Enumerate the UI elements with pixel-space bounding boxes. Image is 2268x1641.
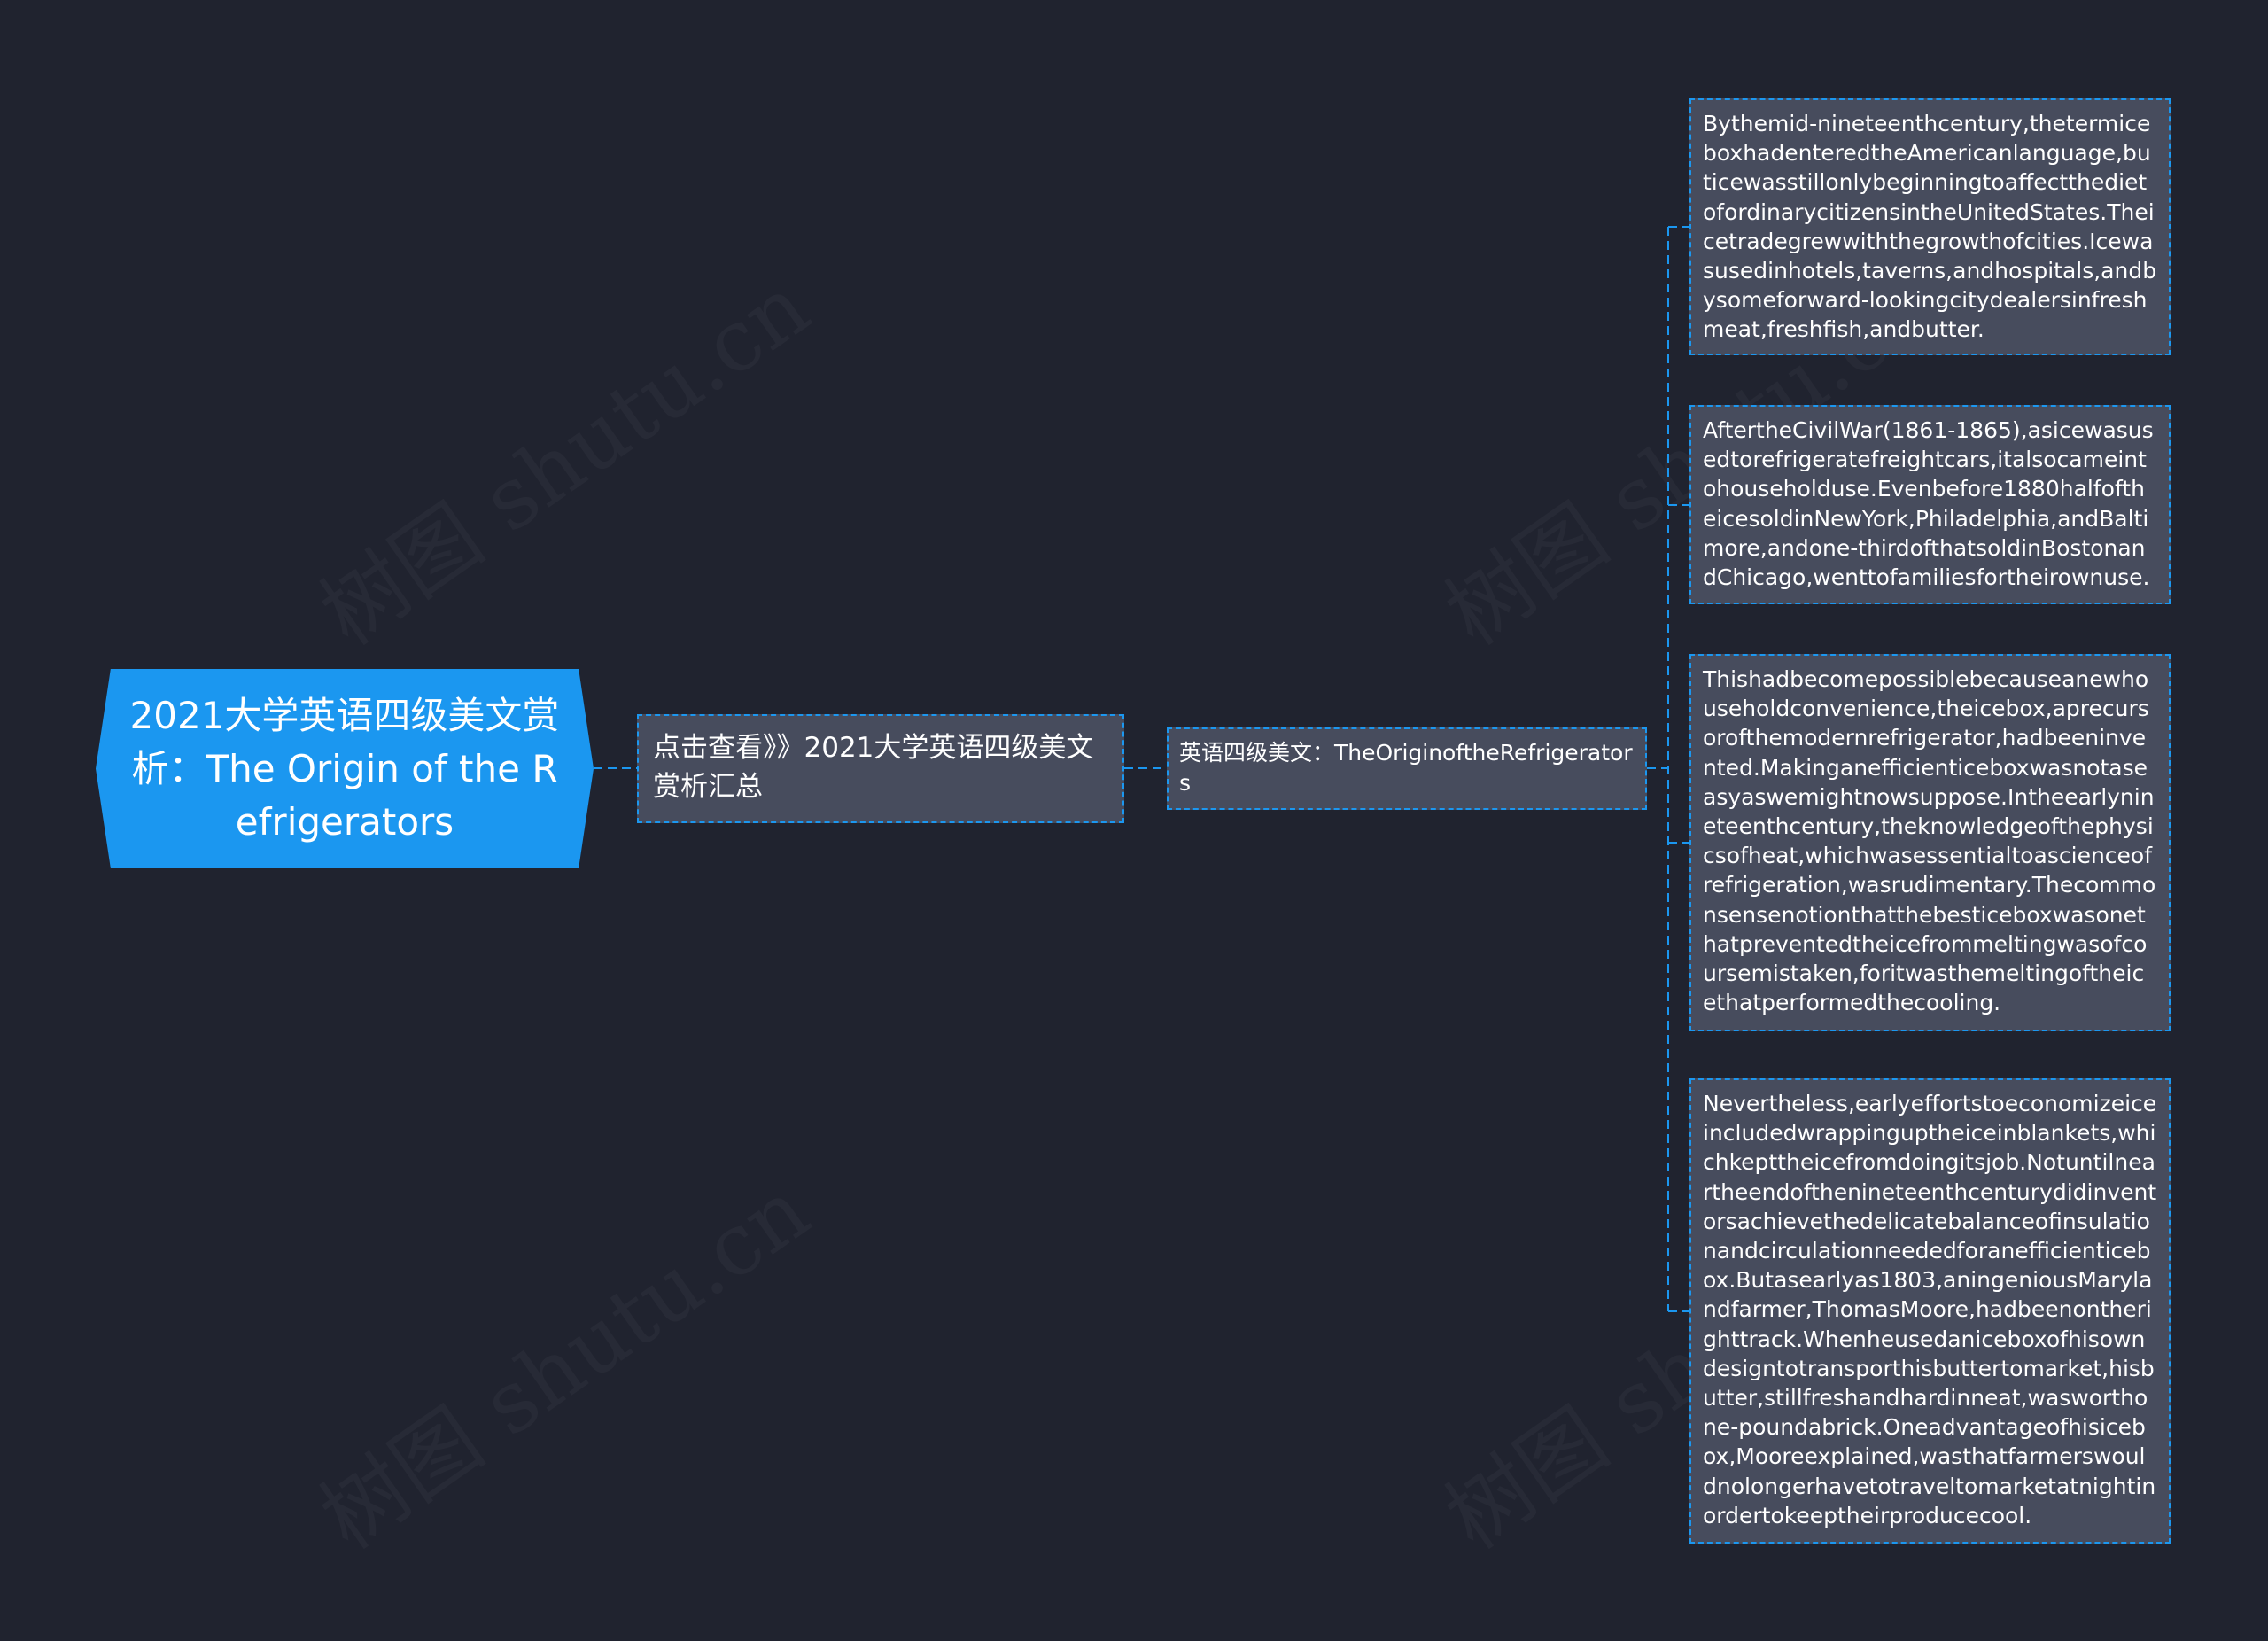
paragraph-node-1[interactable]: Bythemid-nineteenthcentury,thetermicebox…	[1689, 98, 2171, 355]
paragraph-node-4[interactable]: Nevertheless,earlyeffortstoeconomizeicei…	[1689, 1078, 2171, 1544]
article-topic-label: 英语四级美文：TheOriginoftheRefrigerators	[1179, 740, 1633, 796]
root-topic-title: 2021大学英语四级美文赏析：The Origin of the Refrige…	[129, 693, 560, 844]
article-topic-node[interactable]: 英语四级美文：TheOriginoftheRefrigerators	[1167, 727, 1647, 810]
paragraph-node-2[interactable]: AftertheCivilWar(1861-1865),asicewasused…	[1689, 405, 2171, 604]
paragraph-text: Thishadbecomepossiblebecauseanewhousehol…	[1703, 666, 2156, 1016]
summary-link-node[interactable]: 点击查看》》2021大学英语四级美文赏析汇总	[637, 714, 1124, 823]
root-topic-node[interactable]: 2021大学英语四级美文赏析：The Origin of the Refrige…	[96, 669, 594, 868]
summary-link-label: 点击查看》》2021大学英语四级美文赏析汇总	[653, 732, 1094, 803]
paragraph-text: Nevertheless,earlyeffortstoeconomizeicei…	[1703, 1091, 2157, 1528]
paragraph-text: Bythemid-nineteenthcentury,thetermicebox…	[1703, 111, 2157, 343]
paragraph-node-3[interactable]: Thishadbecomepossiblebecauseanewhousehol…	[1689, 654, 2171, 1031]
paragraph-text: AftertheCivilWar(1861-1865),asicewasused…	[1703, 417, 2154, 591]
